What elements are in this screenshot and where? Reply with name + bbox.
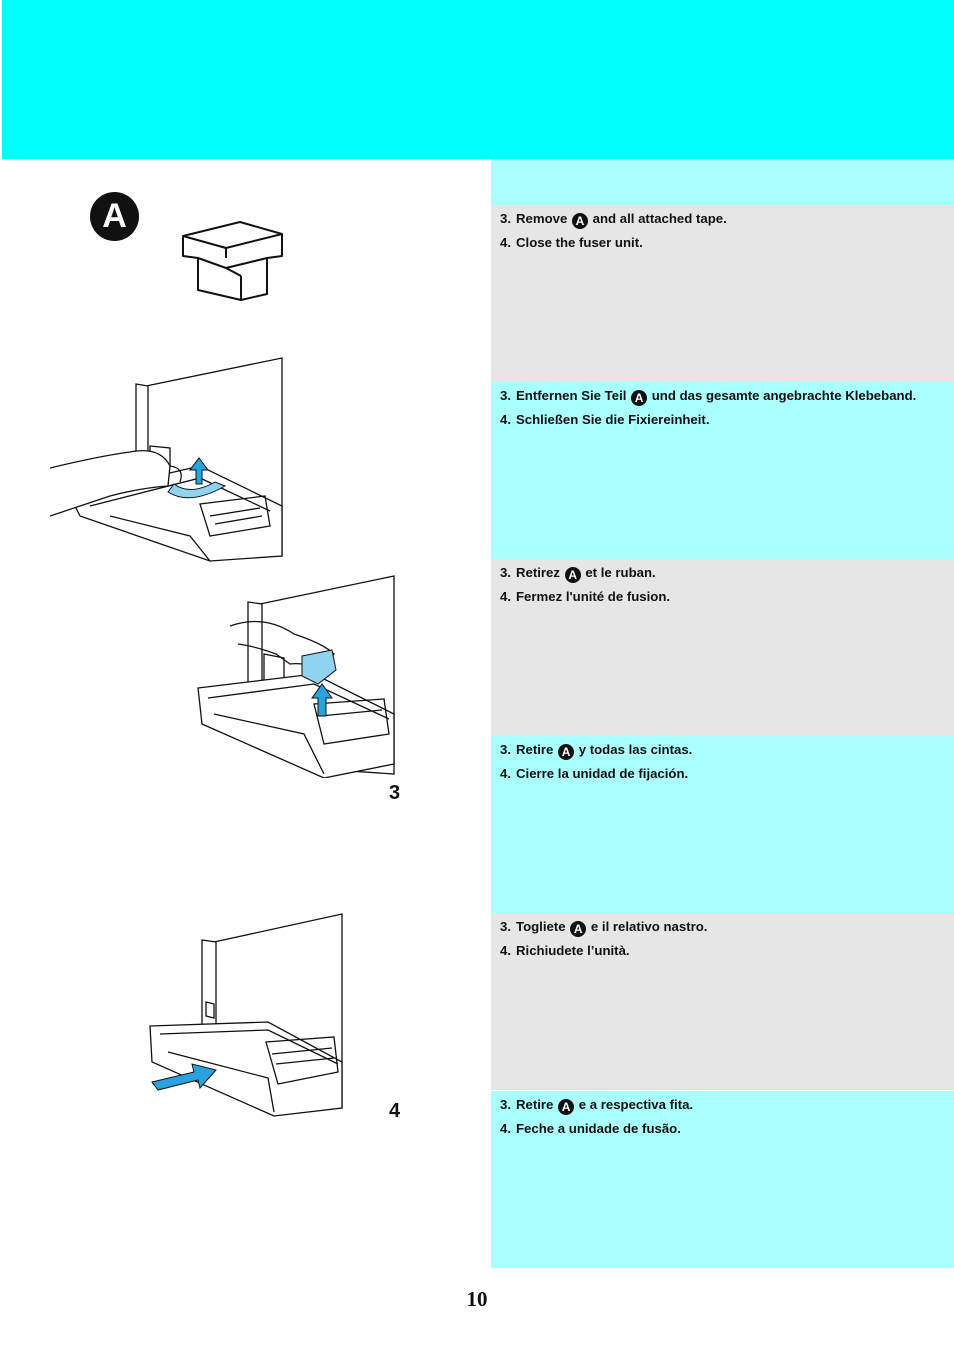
instructions-header-band [491, 159, 954, 205]
step-3-text: 3.Togliete A e il relativo nastro. [500, 919, 708, 937]
step-4-text: 4.Cierre la unidad de fijación. [500, 766, 689, 781]
printer-remove-tape-illustration [50, 357, 283, 562]
step-3-text: 3.Retire A e a respectiva fita. [500, 1097, 694, 1115]
instructions-french: 3.Retirez A et le ruban. 4.Fermez l'unit… [491, 559, 954, 736]
step-4-text: 4.Richiudete l’unità. [500, 943, 630, 958]
step-4-text: 4.Fermez l'unité de fusion. [500, 589, 671, 604]
step-4-text: 4.Close the fuser unit. [500, 235, 643, 250]
instructions-italian: 3.Togliete A e il relativo nastro. 4.Ric… [491, 913, 954, 1090]
printer-lift-part-illustration [197, 575, 395, 778]
step-3-label: 3 [389, 782, 401, 804]
step-4-text: 4.Schließen Sie die Fixiereinheit. [500, 412, 710, 427]
step-3-text: 3.Entfernen Sie Teil A und das gesamte a… [500, 388, 917, 406]
part-a-badge: A [570, 921, 587, 937]
instructions-german: 3.Entfernen Sie Teil A und das gesamte a… [491, 382, 954, 559]
step-4-text: 4.Feche a unidade de fusão. [500, 1121, 681, 1136]
step-3-text: 3.Retire A y todas las cintas. [500, 742, 693, 760]
instructions-spanish: 3.Retire A y todas las cintas. 4.Cierre … [491, 736, 954, 913]
part-a-badge: A [571, 213, 588, 229]
part-a-badge: A [558, 1099, 575, 1115]
part-a-badge: A [558, 744, 575, 760]
instructions-portuguese: 3.Retire A e a respectiva fita. 4.Feche … [491, 1091, 954, 1268]
callout-a-badge: A [90, 192, 139, 241]
printer-close-fuser-illustration [149, 913, 343, 1117]
step-3-text: 3.Remove A and all attached tape. [500, 211, 727, 229]
part-a-illustration [182, 221, 283, 301]
part-a-badge: A [564, 567, 581, 583]
step-4-label: 4 [389, 1100, 401, 1122]
top-banner [2, 0, 954, 159]
instructions-column: 3.Remove A and all attached tape. 4.Clos… [491, 159, 954, 1268]
step-3-text: 3.Retirez A et le ruban. [500, 565, 656, 583]
part-a-badge: A [631, 390, 648, 406]
instructions-english: 3.Remove A and all attached tape. 4.Clos… [491, 205, 954, 382]
page-number: 10 [466, 1287, 488, 1311]
